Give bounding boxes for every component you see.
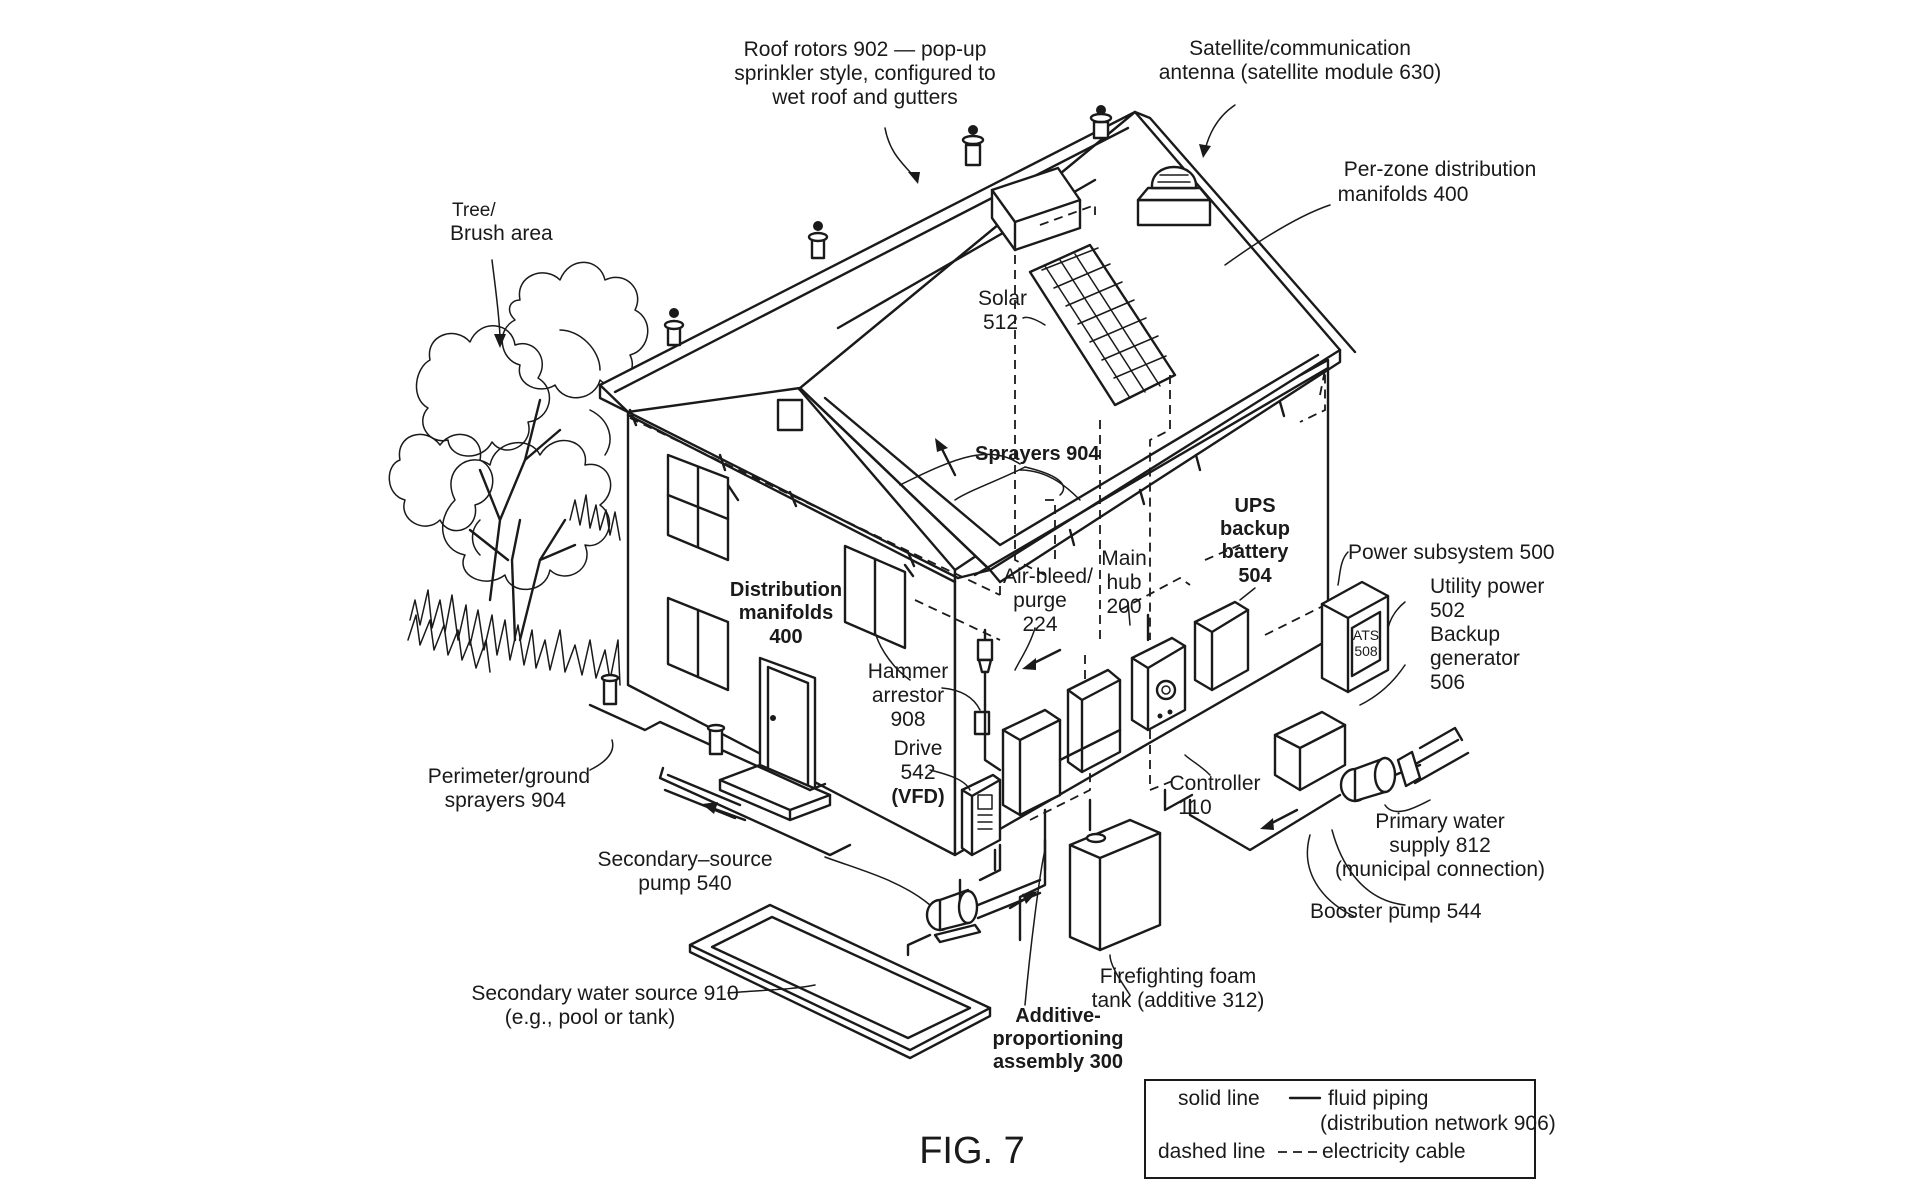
label-additive-3: assembly 300: [993, 1051, 1123, 1073]
label-foam-tank-2: tank (additive 312): [1092, 989, 1265, 1012]
label-utility-power-1: Utility power: [1430, 575, 1544, 598]
label-hammer-3: 908: [890, 708, 925, 731]
label-dist-manifolds-3: 400: [769, 626, 802, 648]
secondary-pump: [925, 888, 982, 944]
label-tree-2: Brush area: [450, 222, 553, 245]
distribution-manifold-box-1: [1001, 708, 1062, 817]
label-ups-1: UPS: [1234, 495, 1275, 517]
legend: solid line fluid piping (distribution ne…: [1144, 1079, 1556, 1179]
label-roof-rotors-1: Roof rotors 902 — pop-up: [744, 38, 987, 61]
legend-dashed-label: dashed line: [1158, 1140, 1265, 1163]
label-dist-manifolds-1: Distribution: [730, 579, 842, 601]
tree-illustration: [388, 261, 649, 686]
roof-rotor-2: [807, 221, 829, 260]
label-solar-1: Solar: [978, 287, 1027, 310]
label-ups-3: battery: [1222, 541, 1290, 563]
label-air-bleed-3: 224: [1022, 613, 1057, 636]
label-main-hub-3: 200: [1106, 595, 1141, 618]
label-ups-4: 504: [1238, 565, 1272, 587]
label-backup-gen-3: 506: [1430, 671, 1465, 694]
legend-dashed-desc: electricity cable: [1322, 1140, 1466, 1163]
leader-lines: [491, 104, 1431, 1006]
eave-sprayers: [628, 400, 1286, 568]
vfd-drive: [960, 773, 1002, 857]
label-backup-gen-2: generator: [1430, 647, 1520, 670]
label-per-zone-1: Per-zone distribution: [1344, 158, 1537, 181]
label-roof-rotors-2: sprinkler style, configured to: [734, 62, 995, 85]
perimeter-sprayer-1: [600, 673, 620, 706]
hammer-arrestor: [976, 628, 994, 707]
flow-arrows: [702, 438, 1299, 910]
roof-rotor-4: [1089, 105, 1113, 140]
label-backup-gen-1: Backup: [1430, 623, 1500, 646]
label-hammer-1: Hammer: [868, 660, 949, 683]
label-antenna-1: Satellite/communication: [1189, 37, 1411, 60]
power-subsystem: [1320, 580, 1390, 694]
label-foam-tank-1: Firefighting foam: [1100, 965, 1256, 988]
label-additive-2: proportioning: [992, 1028, 1123, 1050]
label-drive-2: 542: [900, 761, 935, 784]
ups-battery-box: [1193, 600, 1250, 692]
label-utility-power-2: 502: [1430, 599, 1465, 622]
roof-equipment: [628, 105, 1286, 578]
labels: Roof rotors 902 — pop-up sprinkler style…: [428, 37, 1555, 1073]
booster-box: [1273, 710, 1347, 792]
label-controller-2: 110: [1178, 796, 1211, 819]
roof-rotor-1: [663, 308, 685, 347]
legend-solid-desc-1: fluid piping: [1328, 1087, 1428, 1110]
roof-rotor-3: [961, 125, 985, 167]
label-ats-2: 508: [1354, 643, 1378, 659]
label-secondary-pump-2: pump 540: [638, 872, 731, 895]
label-primary-water-2: supply 812: [1389, 834, 1491, 857]
booster-pump: [1339, 756, 1422, 803]
perimeter-sprayer-2: [706, 723, 726, 756]
label-secondary-pump-1: Secondary–source: [597, 848, 772, 871]
label-drive-1: Drive: [893, 737, 942, 760]
label-solar-2: 512: [983, 311, 1018, 334]
label-hammer-2: arrestor: [872, 684, 944, 707]
pool: [688, 903, 992, 1060]
label-primary-water-1: Primary water: [1375, 810, 1505, 833]
label-primary-water-3: (municipal connection): [1335, 858, 1545, 881]
label-ups-2: backup: [1220, 518, 1290, 540]
label-main-hub-2: hub: [1106, 571, 1141, 594]
satellite-antenna: [1136, 165, 1212, 227]
label-dist-manifolds-2: manifolds: [739, 602, 833, 624]
label-tree-1: Tree/: [452, 200, 496, 221]
label-sprayers: Sprayers 904: [975, 443, 1100, 465]
foam-tank: [1068, 818, 1162, 952]
legend-box: [1144, 1079, 1536, 1179]
ground-equipment: [588, 673, 1470, 1060]
legend-solid-desc-2: (distribution network 906): [1320, 1112, 1556, 1135]
wall-equipment: [960, 600, 1250, 872]
gable-window: [776, 398, 804, 432]
label-additive-1: Additive-: [1015, 1005, 1101, 1027]
label-booster-pump: Booster pump 544: [1310, 900, 1482, 923]
label-roof-rotors-3: wet roof and gutters: [771, 86, 958, 109]
label-secondary-source-2: (e.g., pool or tank): [505, 1006, 675, 1029]
label-antenna-2: antenna (satellite module 630): [1159, 61, 1442, 84]
label-air-bleed-2: purge: [1013, 589, 1067, 612]
label-secondary-source-1: Secondary water source 910: [471, 982, 738, 1005]
label-main-hub-1: Main: [1101, 547, 1147, 570]
figure-label: FIG. 7: [919, 1130, 1025, 1172]
label-ats-1: ATS: [1353, 627, 1379, 643]
legend-solid-label: solid line: [1178, 1087, 1260, 1110]
label-power-subsystem: Power subsystem 500: [1348, 541, 1555, 564]
label-perimeter-1: Perimeter/ground: [428, 765, 590, 788]
label-air-bleed-1: Air-bleed/: [1003, 565, 1093, 588]
label-controller-1: Controller: [1169, 772, 1260, 795]
solar-panel: [1028, 243, 1177, 407]
label-drive-3: (VFD): [891, 786, 944, 808]
label-perimeter-2: sprayers 904: [445, 789, 567, 812]
label-per-zone-2: manifolds 400: [1338, 183, 1469, 206]
